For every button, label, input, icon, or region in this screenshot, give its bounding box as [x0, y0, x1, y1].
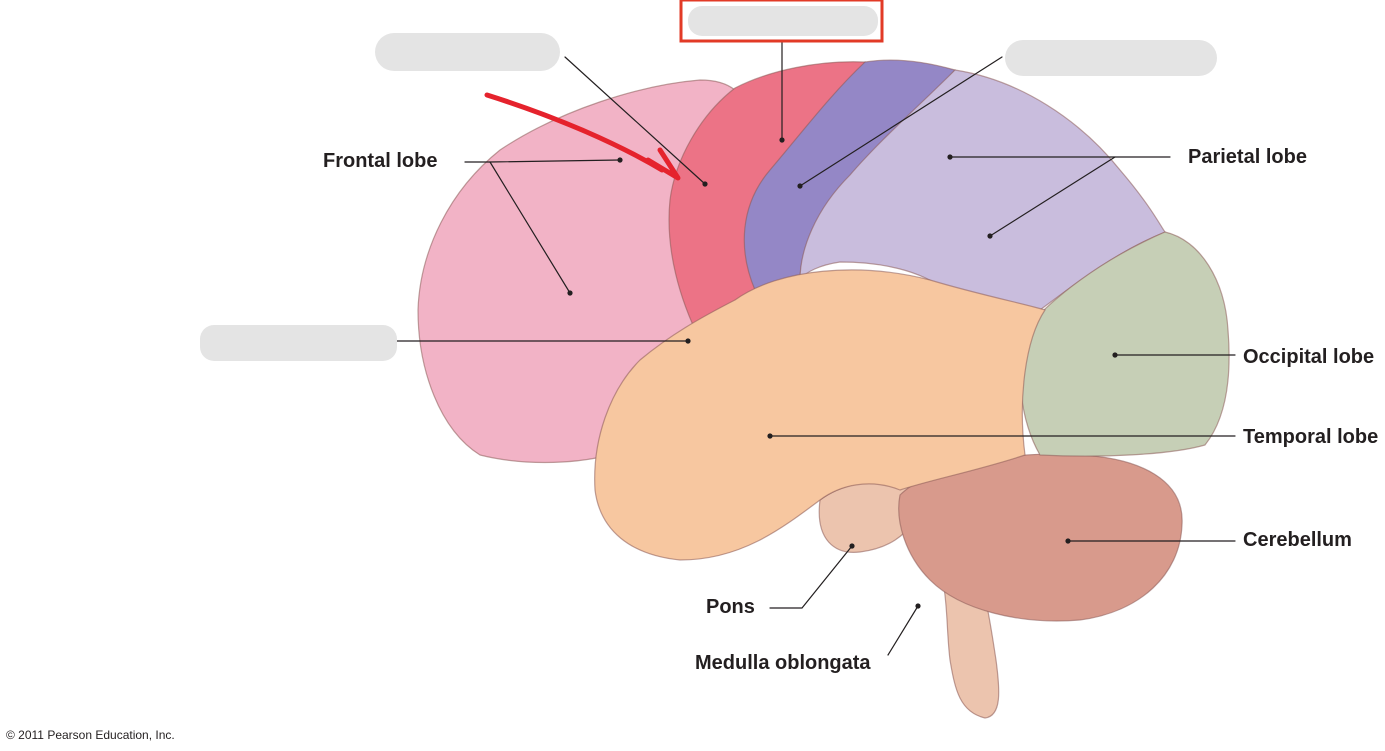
box-dot — [779, 137, 785, 143]
red-arrow-head — [645, 147, 681, 181]
hidden-1-dot — [702, 181, 708, 187]
medulla-dot — [915, 603, 921, 609]
parietal-dot-2 — [987, 233, 993, 239]
medulla-leader-line — [887, 605, 919, 656]
hidden-label-3 — [200, 325, 397, 361]
frontal-dot — [617, 157, 623, 163]
hidden-label-1 — [375, 33, 560, 71]
copyright-notice: © 2011 Pearson Education, Inc. — [6, 728, 175, 742]
frontal-leader-line — [464, 159, 621, 163]
cerebellum-dot — [1065, 538, 1071, 544]
parietal-dot — [947, 154, 953, 160]
hidden-label-box-fill — [688, 6, 878, 36]
temporal-lobe-label: Temporal lobe — [1243, 426, 1379, 448]
highlight-box — [679, 0, 884, 43]
medulla-oblongata-label: Medulla oblongata — [695, 652, 871, 674]
frontal-lobe-label: Frontal lobe — [323, 150, 438, 172]
parietal-leader-line-2 — [989, 156, 1116, 237]
hidden-3-dot — [685, 338, 691, 344]
parietal-lobe-label: Parietal lobe — [1188, 146, 1307, 168]
temporal-dot — [767, 433, 773, 439]
occipital-dot — [1112, 352, 1118, 358]
hidden-label-2-leader — [799, 56, 1003, 187]
hidden-2-dot — [797, 183, 803, 189]
hidden-label-2 — [1005, 40, 1217, 76]
hidden-label-1-leader — [564, 56, 706, 185]
temporal-lobe-region — [594, 269, 1046, 561]
pons-dot — [849, 543, 855, 549]
cerebellum-label: Cerebellum — [1243, 529, 1352, 551]
pons-label: Pons — [706, 596, 755, 618]
frontal-dot-2 — [567, 290, 573, 296]
cerebellum-region — [898, 453, 1183, 622]
frontal-leader-line-2 — [489, 161, 571, 294]
pons-leader-line — [769, 545, 853, 609]
occipital-lobe-label: Occipital lobe — [1243, 346, 1375, 368]
red-arrow — [484, 92, 665, 173]
